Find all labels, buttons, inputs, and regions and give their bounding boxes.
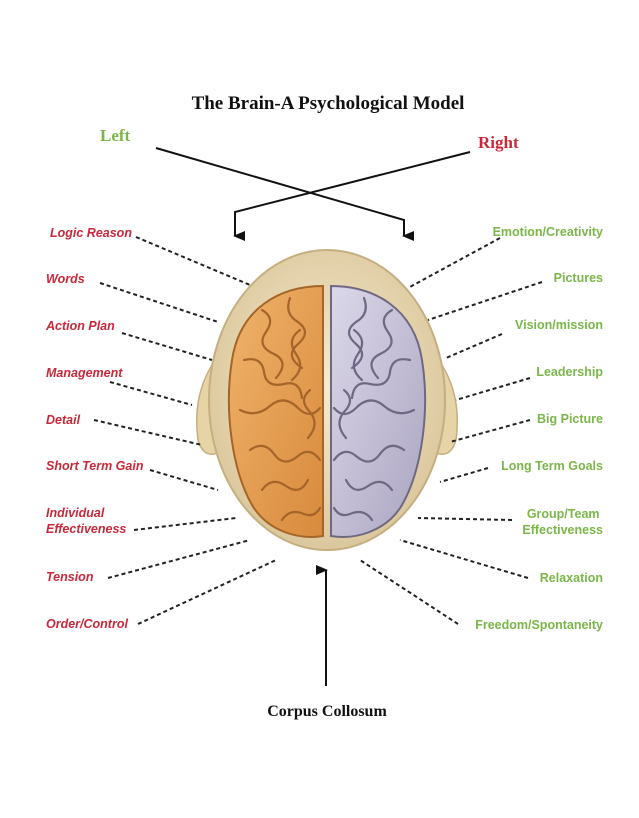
leader-left-8 (107, 539, 251, 579)
leader-right-5 (449, 419, 531, 443)
right-label-2: Pictures (554, 271, 603, 285)
leader-left-5 (93, 419, 203, 446)
right-label-7: Group/Team Effectiveness (522, 507, 603, 537)
leader-right-7 (417, 517, 513, 521)
leader-right-6 (439, 467, 489, 483)
left-label-5: Detail (46, 413, 81, 427)
left-label-7: Individual Effectiveness (46, 506, 126, 536)
leader-left-4 (109, 381, 193, 406)
leader-left-1 (135, 236, 251, 286)
right-gyri (332, 296, 416, 522)
left-label-9: Order/Control (46, 617, 128, 631)
right-hemisphere (330, 284, 427, 538)
right-to-left-arrow (233, 151, 471, 241)
left-label-8: Tension (46, 570, 94, 584)
corpus-collosum-caption: Corpus Collosum (267, 703, 387, 720)
left-gyri (238, 296, 322, 522)
right-labels: Emotion/Creativity Pictures Vision/missi… (475, 225, 603, 632)
left-leader-lines (93, 236, 277, 625)
leader-right-4 (455, 377, 531, 401)
leader-left-9 (137, 559, 277, 625)
left-label-6: Short Term Gain (46, 459, 144, 473)
right-label-5: Big Picture (537, 412, 603, 426)
right-leader-lines (359, 237, 543, 625)
left-label-3: Action Plan (45, 319, 115, 333)
left-to-right-arrow (155, 147, 414, 241)
leader-right-8 (399, 539, 529, 579)
leader-right-2 (427, 281, 543, 321)
leader-right-1 (407, 237, 501, 289)
leader-left-2 (99, 282, 219, 323)
right-label-8: Relaxation (540, 571, 603, 585)
brain (227, 284, 427, 538)
right-label-9: Freedom/Spontaneity (475, 618, 603, 632)
leader-left-3 (121, 332, 213, 361)
right-label-4: Leadership (536, 365, 603, 379)
right-side-label: Right (478, 133, 519, 152)
right-label-3: Vision/mission (515, 318, 603, 332)
left-label-4: Management (46, 366, 123, 380)
leader-right-3 (445, 333, 503, 359)
left-hemisphere (227, 284, 324, 538)
leader-right-9 (359, 559, 459, 625)
leader-left-6 (149, 469, 219, 491)
crossing-arrows (155, 147, 471, 241)
leader-left-7 (133, 517, 237, 531)
left-label-1: Logic Reason (50, 226, 132, 240)
right-label-1: Emotion/Creativity (493, 225, 603, 239)
left-label-2: Words (46, 272, 85, 286)
diagram-title: The Brain-A Psychological Model (192, 93, 465, 114)
right-label-6: Long Term Goals (501, 459, 603, 473)
left-side-label: Left (100, 126, 131, 145)
left-labels: Logic Reason Words Action Plan Managemen… (45, 226, 144, 631)
